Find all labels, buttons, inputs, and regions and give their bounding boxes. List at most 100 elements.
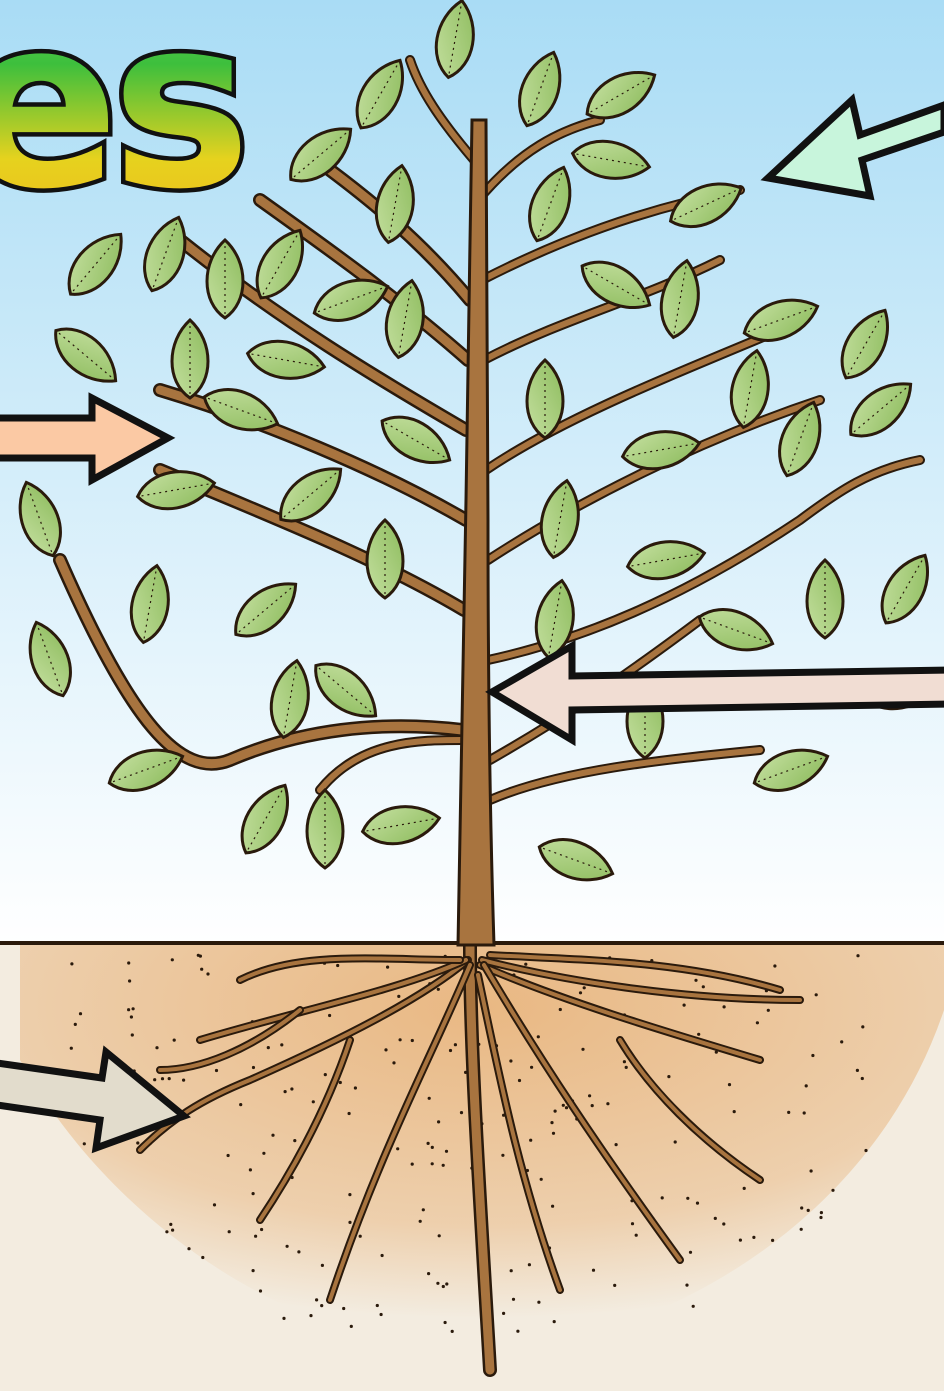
soil-dot xyxy=(518,1079,521,1082)
soil-dot xyxy=(436,1282,439,1285)
soil-dot xyxy=(661,1196,664,1199)
soil-dot xyxy=(510,1269,513,1272)
soil-dot xyxy=(239,1103,242,1106)
soil-dot xyxy=(249,1168,252,1171)
soil-dot xyxy=(674,1140,677,1143)
soil-dot xyxy=(442,1285,445,1288)
soil-dot xyxy=(381,1254,384,1257)
soil-dot xyxy=(259,1289,262,1292)
soil-dot xyxy=(206,972,209,975)
soil-dot xyxy=(667,1075,670,1078)
soil-dot xyxy=(800,1206,803,1209)
soil-dot xyxy=(592,1269,595,1272)
soil-dot xyxy=(199,955,202,958)
soil-dot xyxy=(722,1222,725,1225)
soil-dot xyxy=(168,1077,171,1080)
soil-dot xyxy=(380,1313,383,1316)
soil-dot xyxy=(537,1301,540,1304)
soil-dot xyxy=(321,1264,324,1267)
soil-dot xyxy=(376,1304,379,1307)
soil-dot xyxy=(723,1005,726,1008)
soil-dot xyxy=(537,1035,540,1038)
soil-dot xyxy=(131,1033,134,1036)
soil-dot xyxy=(767,1009,770,1012)
soil-dot xyxy=(694,979,697,982)
soil-dot xyxy=(284,1090,287,1093)
soil-dot xyxy=(550,1121,553,1124)
soil-dot xyxy=(581,1048,584,1051)
soil-dot xyxy=(559,1008,562,1011)
soil-dot xyxy=(714,1217,717,1220)
soil-dot xyxy=(309,1314,312,1317)
soil-dot xyxy=(297,1250,300,1253)
soil-dot xyxy=(83,1142,86,1145)
soil-dot xyxy=(254,1235,257,1238)
soil-dot xyxy=(280,1043,283,1046)
soil-dot xyxy=(350,1325,353,1328)
soil-dot xyxy=(359,1235,362,1238)
soil-dot xyxy=(615,1143,618,1146)
soil-dot xyxy=(260,1228,263,1231)
soil-dot xyxy=(588,1094,591,1097)
soil-dot xyxy=(803,1111,806,1114)
soil-dot xyxy=(756,1021,759,1024)
soil-dot xyxy=(530,1066,533,1069)
soil-dot xyxy=(807,1209,810,1212)
soil-dot xyxy=(552,1132,555,1135)
soil-dot xyxy=(811,1054,814,1057)
soil-dot xyxy=(579,991,582,994)
soil-dot xyxy=(864,1149,867,1152)
soil-dot xyxy=(171,1229,174,1232)
soil-dot xyxy=(840,1040,843,1043)
soil-dot xyxy=(528,1263,531,1266)
soil-dot xyxy=(551,1205,554,1208)
soil-dot xyxy=(444,1321,447,1324)
soil-dot xyxy=(856,954,859,957)
soil-dot xyxy=(685,1284,688,1287)
soil-dot xyxy=(613,1284,616,1287)
soil-dot xyxy=(252,1066,255,1069)
soil-dot xyxy=(451,1330,454,1333)
soil-dot xyxy=(431,1162,434,1165)
soil-dot xyxy=(623,1060,626,1063)
soil-dot xyxy=(635,1234,638,1237)
soil-dot xyxy=(512,1298,515,1301)
soil-dot xyxy=(182,1079,185,1082)
soil-dot xyxy=(591,1104,594,1107)
soil-dot xyxy=(454,1043,457,1046)
soil-dot xyxy=(70,1047,73,1050)
soil-dot xyxy=(431,1146,434,1149)
soil-dot xyxy=(173,1039,176,1042)
soil-dot xyxy=(805,1084,808,1087)
soil-dot xyxy=(445,1282,448,1285)
soil-dot xyxy=(128,979,131,982)
soil-dot xyxy=(213,1203,216,1206)
soil-dot xyxy=(502,1312,505,1315)
soil-dot xyxy=(752,1236,755,1239)
soil-dot xyxy=(155,1046,158,1049)
soil-dot xyxy=(74,1023,77,1026)
soil-dot xyxy=(815,993,818,996)
soil-dot xyxy=(438,1234,441,1237)
soil-dot xyxy=(127,961,130,964)
soil-dot xyxy=(743,1187,746,1190)
soil-dot xyxy=(153,1078,156,1081)
soil-dot xyxy=(324,1073,327,1076)
soil-dot xyxy=(127,1008,130,1011)
soil-dot xyxy=(339,1081,342,1084)
soil-dot xyxy=(773,964,776,967)
soil-dot xyxy=(562,1104,565,1107)
soil-dot xyxy=(384,1048,387,1051)
soil-dot xyxy=(692,1305,695,1308)
soil-dot xyxy=(810,1169,813,1172)
soil-dot xyxy=(165,1230,168,1233)
soil-dot xyxy=(606,1102,609,1105)
soil-dot xyxy=(70,962,73,965)
soil-dot xyxy=(342,1307,345,1310)
soil-dot xyxy=(831,1189,834,1192)
soil-dot xyxy=(787,1111,790,1114)
soil-dot xyxy=(554,1110,557,1113)
soil-dot xyxy=(540,1178,543,1181)
